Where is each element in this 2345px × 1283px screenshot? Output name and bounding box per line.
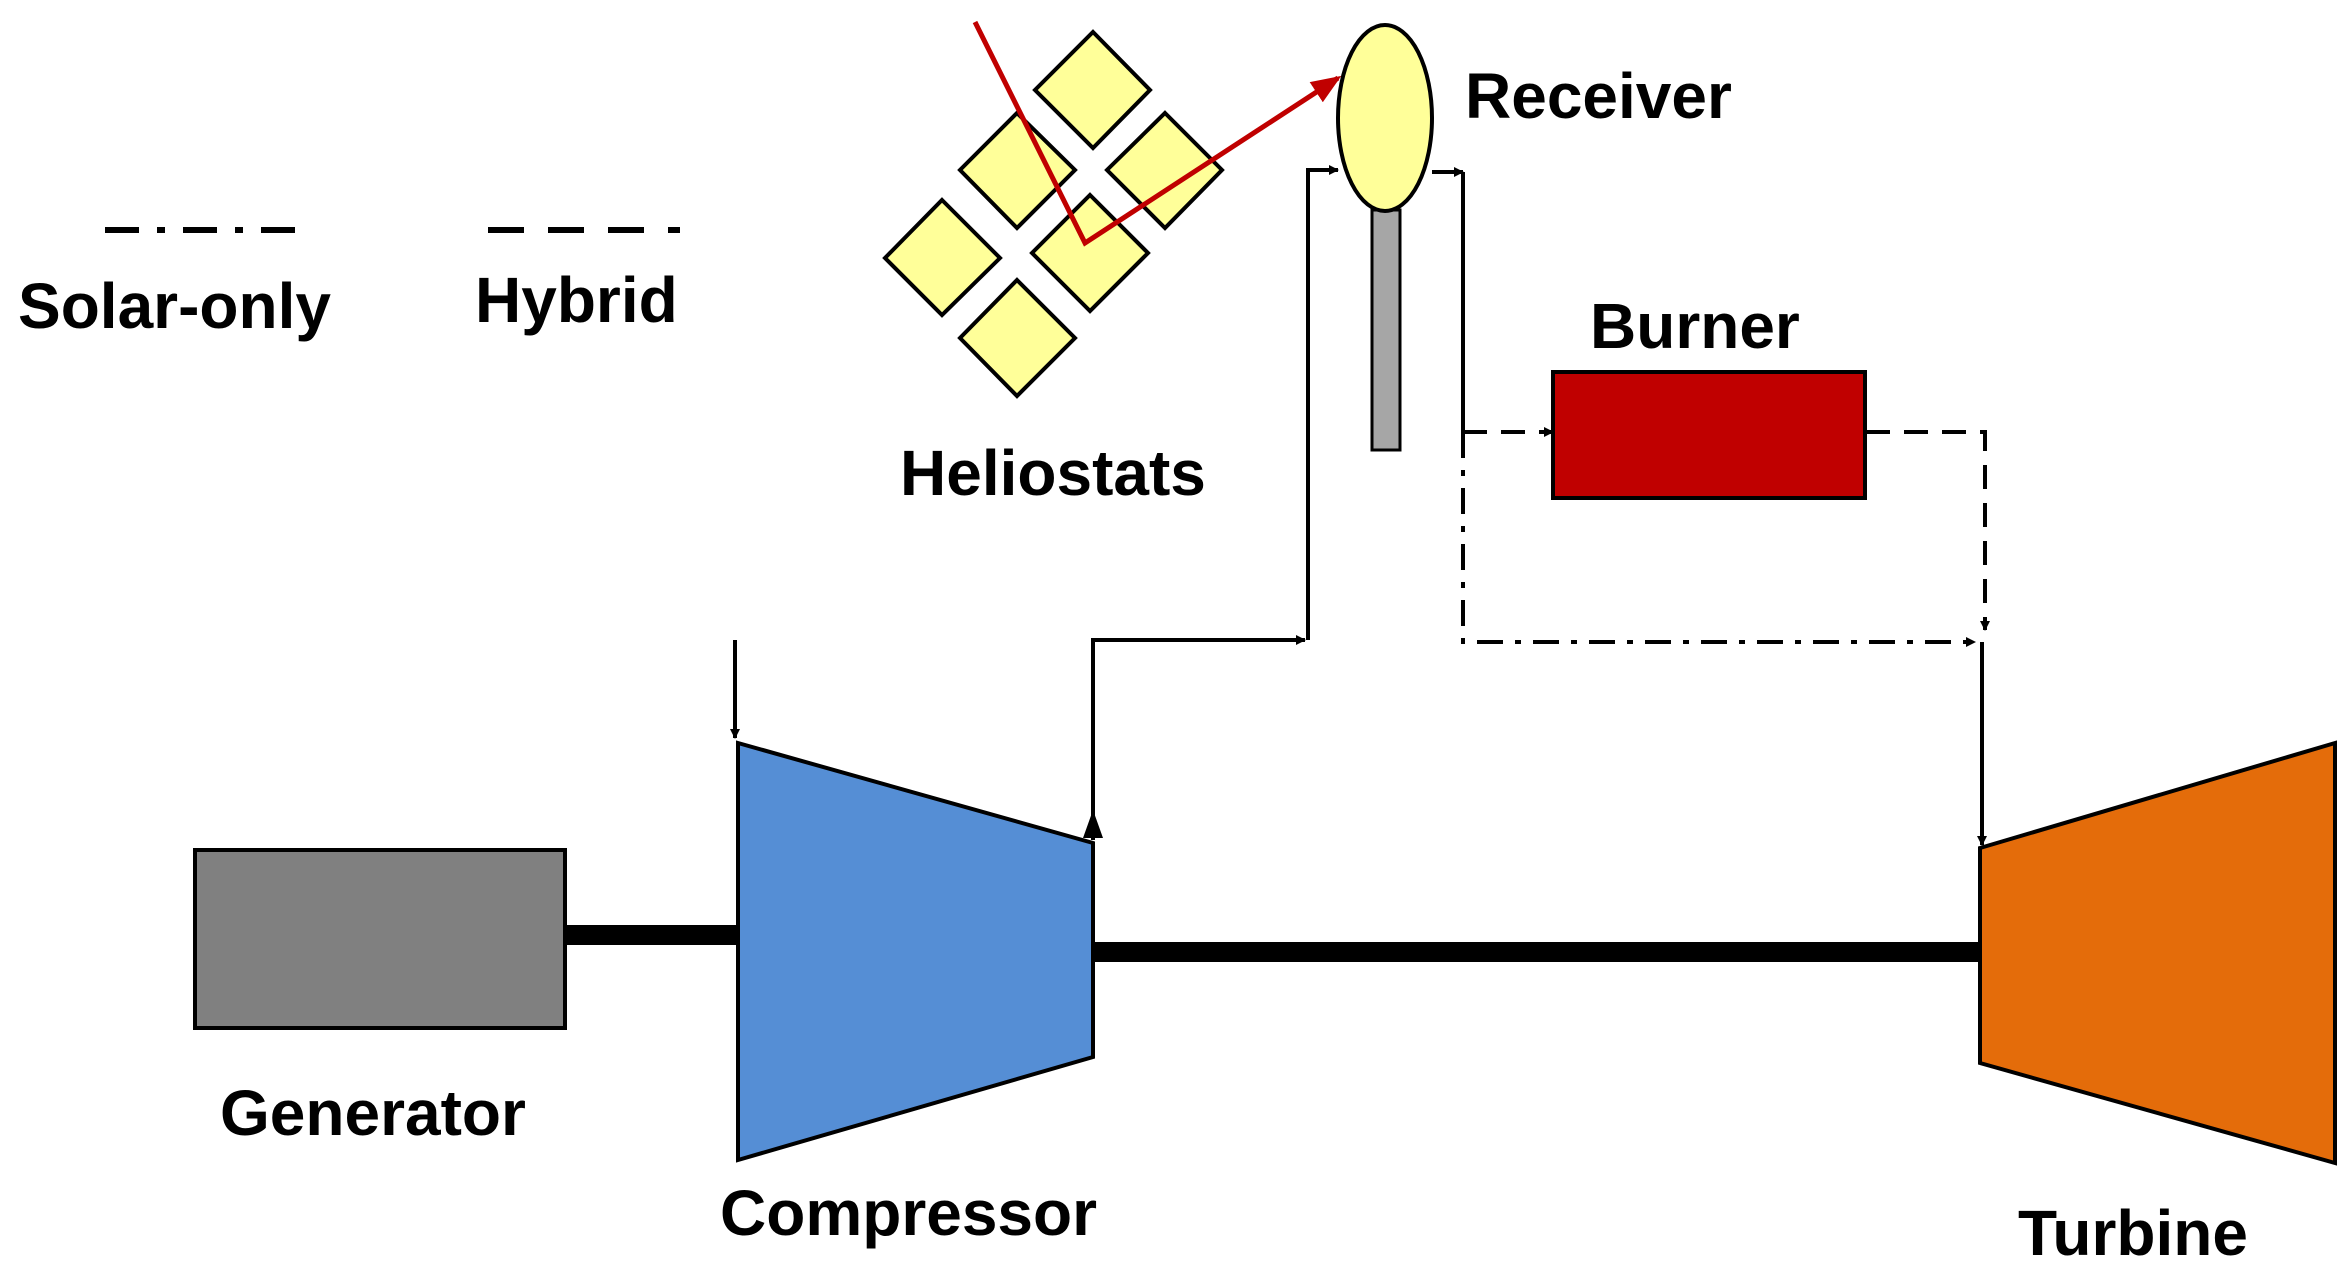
receiver-label: Receiver [1465,60,1732,132]
heliostat-mirror [1032,29,1153,151]
generator-label: Generator [220,1077,526,1149]
compressor-outlet-pipe [1091,635,1306,840]
legend-solar-only-label: Solar-only [18,270,331,342]
sun-ray [972,20,1342,247]
burner-label: Burner [1590,290,1800,362]
burner [1551,370,1867,500]
turbine-label: Turbine [2018,1197,2248,1269]
heliostat-mirror [1104,110,1225,231]
turbine [1978,740,2337,1166]
heliostat-mirror [957,277,1078,399]
receiver-inlet-pipe [1306,165,1339,640]
compressor [736,740,1095,1163]
receiver-tower [1370,208,1402,452]
receiver [1336,23,1434,213]
compressor-label: Compressor [720,1177,1097,1249]
heliostats-label: Heliostats [900,437,1206,509]
heliostat-mirror [957,110,1078,231]
solar-only-path [1461,432,1976,647]
generator [193,848,567,1030]
heliostat-mirror [1029,192,1151,314]
heliostat-mirror [882,197,1003,318]
hybrid-path-from-burner [1866,430,1990,631]
heliostats-field [882,29,1225,399]
legend-hybrid-label: Hybrid [475,264,678,336]
compressor-outlet-arrowhead [1083,810,1103,838]
